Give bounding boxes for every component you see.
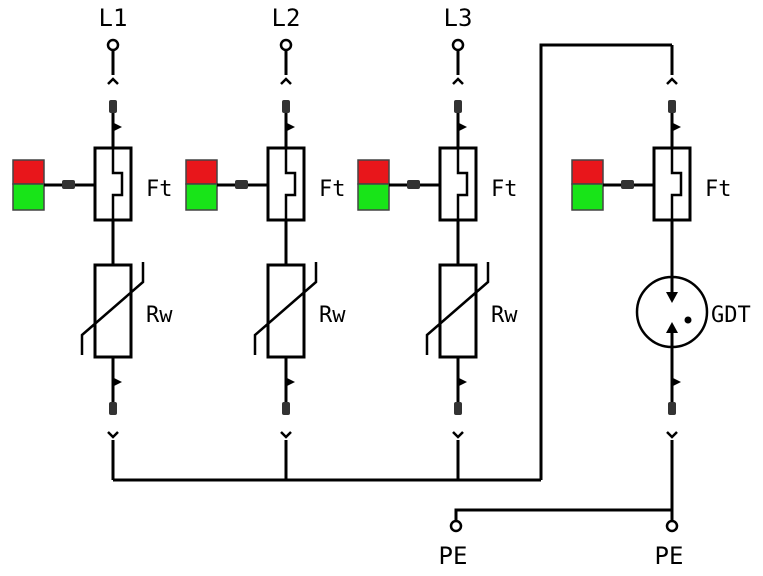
plug-contact bbox=[109, 100, 117, 113]
terminal-l1 bbox=[106, 38, 120, 52]
gdt-gas-dot bbox=[684, 316, 692, 324]
fuse-label: Ft bbox=[705, 177, 732, 202]
gdt-arrow-down bbox=[666, 292, 678, 303]
indicator-ok bbox=[357, 183, 390, 211]
plug-contact bbox=[454, 402, 462, 415]
common-bus bbox=[113, 43, 672, 521]
arrow-marker bbox=[287, 378, 295, 386]
plug-contact bbox=[282, 100, 290, 113]
arrow-marker bbox=[673, 123, 681, 131]
module-4: Ft GDT bbox=[571, 45, 751, 521]
indicator-ok bbox=[571, 183, 604, 211]
indicator-connector bbox=[62, 180, 75, 189]
terminal-pe-right bbox=[665, 519, 679, 533]
disconnect-contact bbox=[280, 77, 292, 85]
terminal-pe-left bbox=[449, 519, 463, 533]
arrow-marker bbox=[459, 378, 467, 386]
terminal-label-pe-right: PE bbox=[655, 542, 684, 570]
plug-contact bbox=[668, 100, 676, 113]
thermal-fuse-element bbox=[284, 148, 297, 220]
indicator-connector bbox=[621, 180, 634, 189]
indicator-fault bbox=[357, 159, 390, 185]
disconnect-contact bbox=[666, 431, 678, 439]
varistor-curve bbox=[425, 262, 490, 355]
arrow-marker bbox=[287, 123, 295, 131]
terminal-l2 bbox=[279, 38, 293, 52]
indicator-ok bbox=[12, 183, 45, 211]
varistor bbox=[266, 263, 306, 359]
indicator-fault bbox=[12, 159, 45, 185]
module-1: L1 Ft Rw bbox=[12, 4, 173, 480]
terminal-l3 bbox=[451, 38, 465, 52]
module-2: L2 Ft Rw bbox=[185, 4, 346, 480]
fuse-label: Ft bbox=[491, 177, 518, 202]
varistor-curve bbox=[253, 262, 318, 355]
plug-contact bbox=[668, 402, 676, 415]
disconnect-contact bbox=[280, 431, 292, 439]
pe-link-wire bbox=[454, 508, 672, 521]
terminal-label-l1: L1 bbox=[99, 4, 128, 32]
arrow-marker bbox=[114, 378, 122, 386]
arrow-marker bbox=[673, 378, 681, 386]
gdt-arrow-up bbox=[666, 322, 678, 333]
protector-label: Rw bbox=[146, 303, 173, 328]
indicator-ok bbox=[185, 183, 218, 211]
indicator-fault bbox=[185, 159, 218, 185]
protector-label: GDT bbox=[711, 303, 751, 328]
terminal-label-l2: L2 bbox=[272, 4, 301, 32]
gdt-return-wire bbox=[539, 43, 672, 480]
pe-terminals: PE PE bbox=[439, 519, 684, 570]
indicator-connector bbox=[407, 180, 420, 189]
thermal-fuse-element bbox=[456, 148, 469, 220]
plug-contact bbox=[109, 402, 117, 415]
fuse-label: Ft bbox=[319, 177, 346, 202]
protector-label: Rw bbox=[319, 303, 346, 328]
disconnect-contact bbox=[666, 77, 678, 85]
varistor-curve bbox=[80, 262, 145, 355]
fuse-label: Ft bbox=[146, 177, 173, 202]
disconnect-contact bbox=[107, 431, 119, 439]
plug-contact bbox=[454, 100, 462, 113]
arrow-marker bbox=[459, 123, 467, 131]
indicator-connector bbox=[235, 180, 248, 189]
terminal-label-pe-left: PE bbox=[439, 542, 468, 570]
arrow-marker bbox=[114, 123, 122, 131]
thermal-fuse-element bbox=[670, 148, 683, 220]
varistor bbox=[438, 263, 478, 359]
disconnect-contact bbox=[452, 431, 464, 439]
terminal-label-l3: L3 bbox=[444, 4, 473, 32]
disconnect-contact bbox=[107, 77, 119, 85]
varistor bbox=[93, 263, 133, 359]
plug-contact bbox=[282, 402, 290, 415]
thermal-fuse-element bbox=[111, 148, 124, 220]
indicator-fault bbox=[571, 159, 604, 185]
module-3: L3 Ft Rw bbox=[357, 4, 518, 480]
protector-label: Rw bbox=[491, 303, 518, 328]
disconnect-contact bbox=[452, 77, 464, 85]
